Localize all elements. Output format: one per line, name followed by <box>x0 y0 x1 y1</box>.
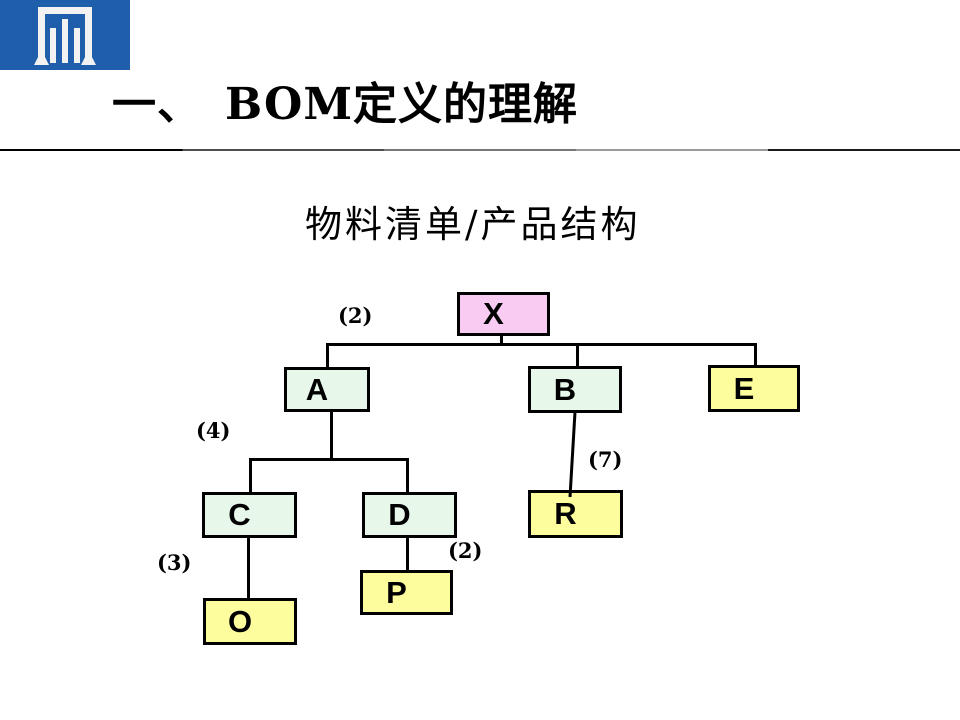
qty-label-x-a: (2) <box>338 303 373 328</box>
node-r-label: R <box>554 496 577 531</box>
pillars-monogram-icon <box>34 7 96 65</box>
node-e-label: E <box>733 370 755 406</box>
connector-stub-b <box>576 343 579 367</box>
slide-subtitle: 物料清单/产品结构 <box>305 203 641 246</box>
qty-label-b-r: (7) <box>588 447 623 472</box>
connector-x-stub <box>500 334 503 345</box>
slide-title: 一、 BOM定义的理解 <box>112 79 579 130</box>
connector-c-o <box>247 537 250 599</box>
connector-stub-a <box>326 343 329 368</box>
node-o: O <box>203 598 297 645</box>
connector-level2-horizontal <box>249 458 409 461</box>
node-r: R <box>528 490 623 538</box>
node-p: P <box>360 570 453 615</box>
node-a-label: A <box>305 371 329 407</box>
node-p-label: P <box>386 574 407 610</box>
node-d-label: D <box>388 497 411 532</box>
connector-level1-horizontal <box>326 343 757 346</box>
node-b-label: B <box>553 371 577 407</box>
connector-stub-e <box>754 343 757 366</box>
node-c-label: C <box>228 497 251 532</box>
qty-label-c-o: (3) <box>157 550 192 575</box>
connector-stub-c <box>249 458 252 493</box>
node-x-label: X <box>483 296 504 331</box>
node-c: C <box>202 492 297 538</box>
connector-d-p <box>406 537 409 571</box>
node-x: X <box>457 292 550 336</box>
node-o-label: O <box>227 603 253 639</box>
connector-stub-d <box>406 458 409 493</box>
company-logo <box>0 0 130 70</box>
node-e: E <box>708 365 800 412</box>
connector-a-drop <box>330 411 333 461</box>
node-d: D <box>362 492 457 538</box>
title-divider-line <box>0 149 960 151</box>
qty-label-a-c: (4) <box>196 418 231 443</box>
qty-label-d-p: (2) <box>448 538 483 563</box>
node-b: B <box>528 366 622 413</box>
node-a: A <box>284 367 370 412</box>
